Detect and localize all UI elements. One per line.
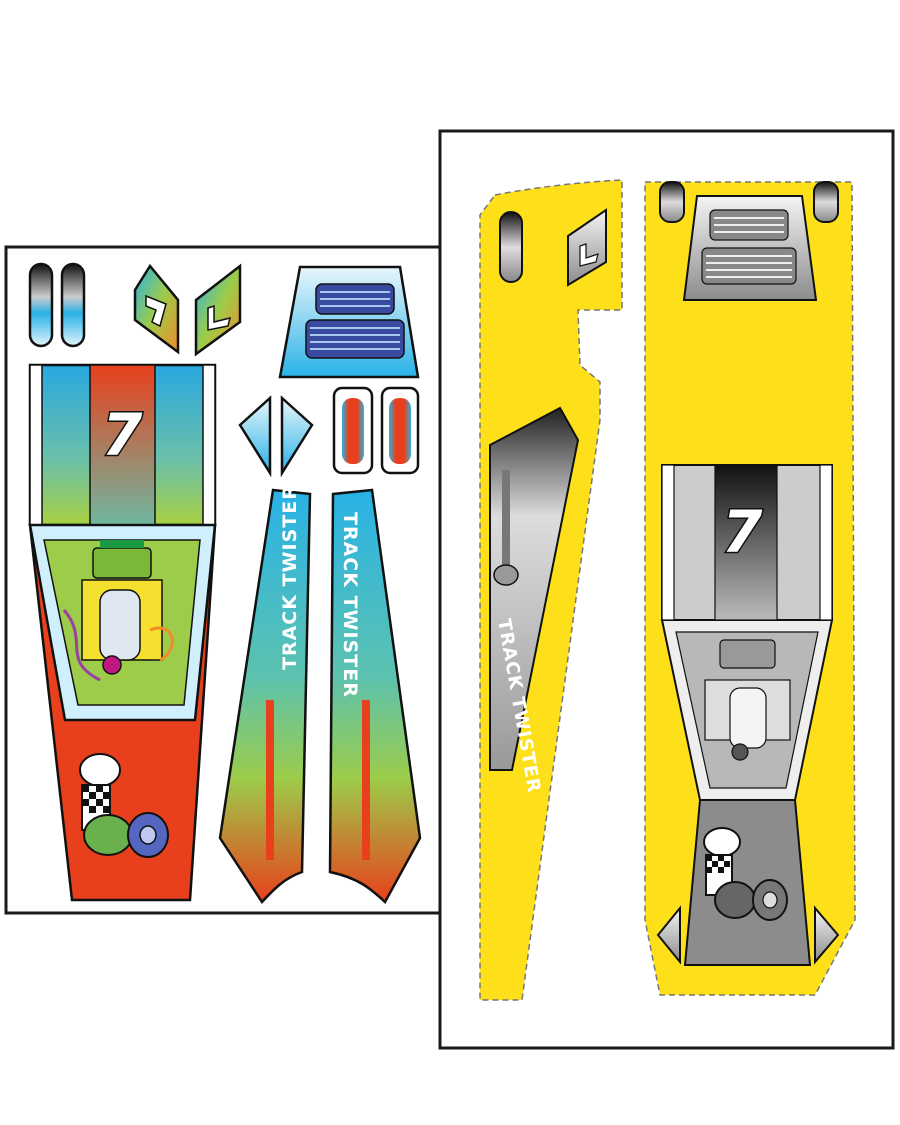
light-decals: [332, 386, 420, 475]
right-side-text: TRACK TWISTER: [339, 512, 361, 698]
mascot-logo: [79, 753, 169, 858]
right-hood-number: 7: [722, 498, 763, 566]
number-tile-decals: [133, 263, 242, 357]
yellow-side-template: TRACK TWISTER: [479, 179, 623, 1001]
gray-triangle-right: [814, 905, 840, 965]
gray-mascot-logo: [703, 827, 788, 921]
left-side-text: TRACK TWISTER: [279, 484, 301, 670]
right-side-panel-decal: TRACK TWISTER: [328, 488, 422, 905]
side-triangle-decals: [238, 395, 314, 478]
air-scoop-decal: [278, 265, 420, 379]
template-decal-sheet: TRACK TWISTER 7: [438, 129, 895, 1050]
gray-triangle-left: [656, 905, 681, 965]
color-decal-sheet: 7 TRACK TWISTER: [4, 245, 448, 915]
left-hood-number: 7: [102, 401, 143, 469]
left-side-panel-decal: TRACK TWISTER: [218, 484, 312, 905]
exhaust-capsule-decals: [28, 262, 86, 348]
yellow-body-template: 7: [644, 181, 856, 996]
main-body-decal: 7: [28, 363, 217, 902]
